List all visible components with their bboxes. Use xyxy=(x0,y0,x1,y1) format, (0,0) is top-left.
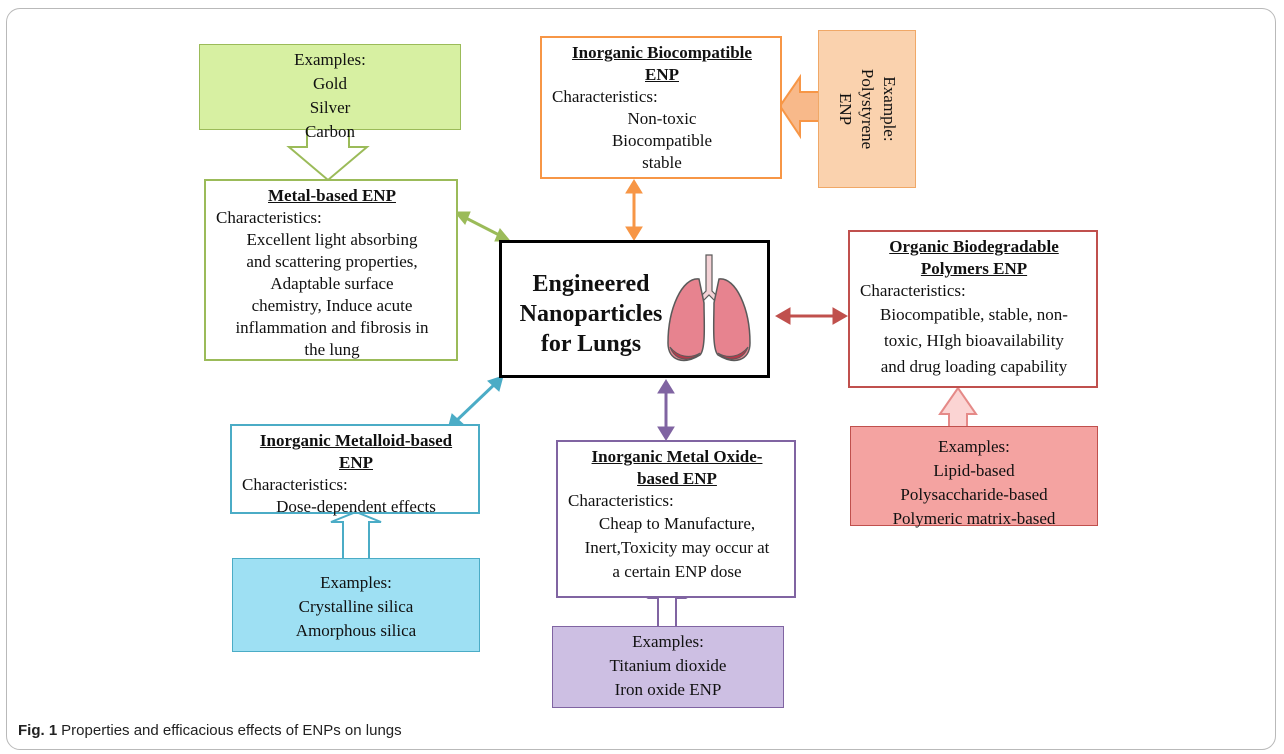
examples-heading: Examples: xyxy=(938,437,1010,456)
category-title: Metal-based ENP xyxy=(268,186,396,205)
characteristic-line: Inert,Toxicity may occur at xyxy=(584,538,770,557)
example-item: Lipid-based xyxy=(933,461,1015,480)
characteristic-line: chemistry, Induce acute xyxy=(251,296,413,315)
metalloid-connector xyxy=(447,375,504,430)
examples-heading: Examples: xyxy=(632,632,704,651)
characteristic-line: and drug loading capability xyxy=(880,357,1068,376)
inorganic-metal-oxide-enp-box: Inorganic Metal Oxide- based ENP Charact… xyxy=(556,440,796,598)
characteristic-line: Cheap to Manufacture, xyxy=(598,514,756,533)
metal-oxide-examples-box: Examples: Titanium dioxide Iron oxide EN… xyxy=(552,626,784,708)
examples-heading: Example: xyxy=(880,76,899,142)
lungs-icon xyxy=(667,254,751,362)
characteristics-label: Characteristics: xyxy=(242,475,348,494)
category-title-line2: ENP xyxy=(645,65,679,84)
characteristic-line: Biocompatible, stable, non- xyxy=(880,305,1068,324)
category-title: Inorganic Metal Oxide- xyxy=(591,447,763,466)
caption-label: Fig. 1 xyxy=(18,722,58,739)
center-title-line: Nanoparticles xyxy=(519,301,663,327)
category-title: Inorganic Metalloid-based xyxy=(259,431,453,450)
category-title: Organic Biodegradable xyxy=(889,237,1059,256)
example-item: ENP xyxy=(836,92,855,126)
characteristics-label: Characteristics: xyxy=(552,87,658,106)
example-item: Crystalline silica xyxy=(298,597,414,616)
metal-connector xyxy=(453,211,512,242)
caption-text: Properties and efficacious effects of EN… xyxy=(61,722,402,739)
metal-examples-arrow xyxy=(286,127,370,182)
characteristics-label: Characteristics: xyxy=(216,208,322,227)
characteristic-line: a certain ENP dose xyxy=(612,562,742,581)
polystyrene-example-arrow xyxy=(778,73,820,140)
organic-biodegradable-enp-box: Organic Biodegradable Polymers ENP Chara… xyxy=(848,230,1098,388)
characteristic-line: Adaptable surface xyxy=(270,274,394,293)
metal-oxide-connector xyxy=(657,379,675,441)
center-title-line: for Lungs xyxy=(540,331,642,357)
characteristic-line: and scattering properties, xyxy=(246,252,418,271)
characteristic-line: Dose-dependent effects xyxy=(276,497,436,516)
characteristic-line: the lung xyxy=(304,340,360,359)
organic-connector xyxy=(774,307,849,325)
organic-examples-box: Examples: Lipid-based Polysaccharide-bas… xyxy=(850,426,1098,528)
organic-examples-arrow xyxy=(938,386,978,428)
characteristics-label: Characteristics: xyxy=(568,491,674,510)
polystyrene-example-box: Example: Polystyrene ENP xyxy=(818,30,916,188)
inorganic-biocompatible-enp-box: Inorganic Biocompatible ENP Characterist… xyxy=(540,36,782,179)
example-item: Polymeric matrix-based xyxy=(892,509,1056,528)
metalloid-examples-box: Examples: Crystalline silica Amorphous s… xyxy=(232,558,480,652)
example-item: Amorphous silica xyxy=(295,621,417,640)
examples-heading: Examples: xyxy=(320,573,392,592)
characteristic-line: Biocompatible xyxy=(611,131,713,150)
center-title-line: Engineered xyxy=(532,271,650,297)
example-item: Polystyrene xyxy=(858,68,877,150)
metal-based-enp-box: Metal-based ENP Characteristics: Excelle… xyxy=(204,179,458,361)
category-title-line2: ENP xyxy=(339,453,373,472)
example-item: Titanium dioxide xyxy=(609,656,727,675)
category-title-line2: Polymers ENP xyxy=(920,259,1028,278)
characteristic-line: Excellent light absorbing xyxy=(246,230,418,249)
center-box: Engineered Nanoparticles for Lungs xyxy=(499,240,770,378)
examples-heading: Examples: xyxy=(294,50,366,69)
example-item: Gold xyxy=(313,74,347,93)
characteristics-label: Characteristics: xyxy=(860,281,966,300)
category-title: Inorganic Biocompatible xyxy=(572,43,752,62)
characteristic-line: toxic, HIgh bioavailability xyxy=(884,331,1064,350)
inorganic-bio-connector xyxy=(625,179,643,241)
metalloid-examples-arrow xyxy=(330,510,382,560)
inorganic-metalloid-enp-box: Inorganic Metalloid-based ENP Characteri… xyxy=(230,424,480,516)
category-title-line2: based ENP xyxy=(637,469,717,488)
characteristic-line: stable xyxy=(642,153,682,172)
example-item: Polysaccharide-based xyxy=(900,485,1048,504)
characteristic-line: Non-toxic xyxy=(627,109,697,128)
characteristic-line: inflammation and fibrosis in xyxy=(235,318,429,337)
metal-examples-box: Examples: Gold Silver Carbon xyxy=(199,44,461,141)
example-item: Carbon xyxy=(304,122,356,141)
example-item: Silver xyxy=(309,98,351,117)
figure-frame xyxy=(6,8,1276,750)
example-item: Iron oxide ENP xyxy=(614,680,722,699)
